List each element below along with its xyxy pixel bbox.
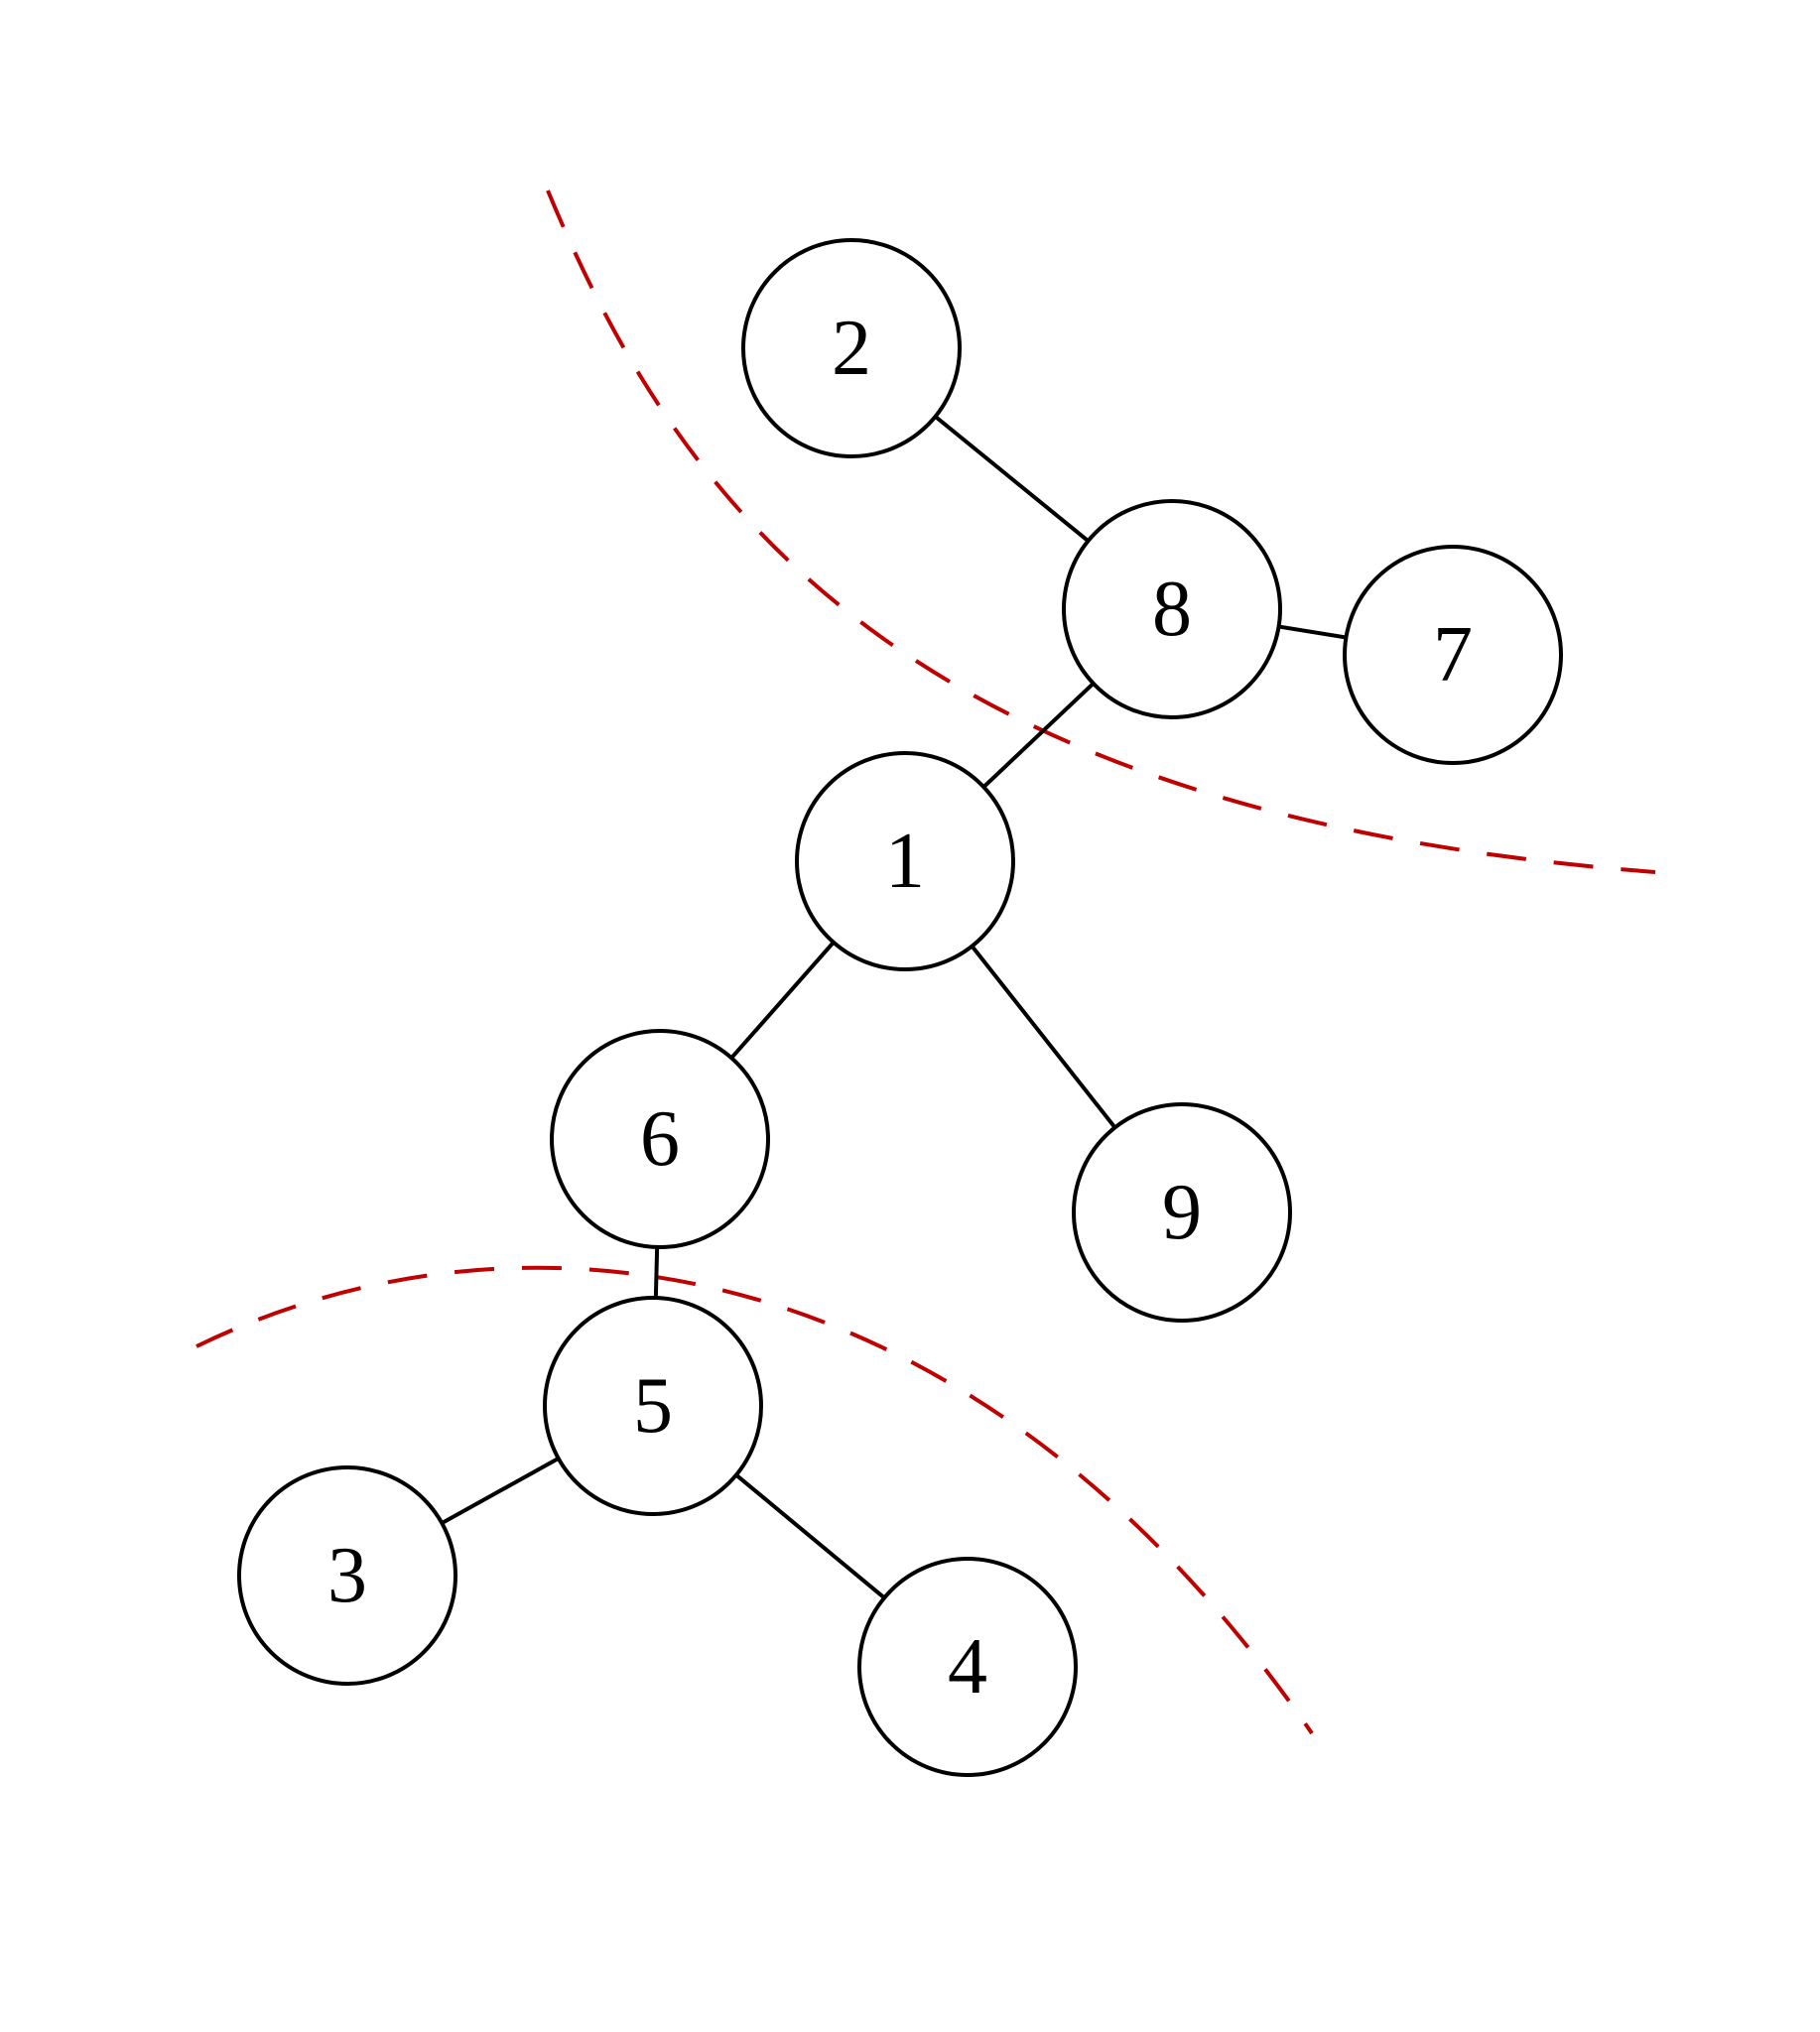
node-circle — [1062, 499, 1282, 719]
node-label: 8 — [1152, 566, 1192, 653]
node-circle — [550, 1029, 770, 1249]
node-5: 5 — [543, 1296, 763, 1516]
node-label: 7 — [1433, 611, 1473, 698]
node-8: 8 — [1062, 499, 1282, 719]
node-circle — [795, 751, 1015, 971]
node-label: 9 — [1162, 1169, 1202, 1256]
node-6: 6 — [550, 1029, 770, 1249]
node-2: 2 — [741, 238, 962, 458]
node-label: 5 — [633, 1362, 673, 1450]
node-9: 9 — [1072, 1102, 1292, 1323]
node-circle — [237, 1465, 457, 1686]
node-3: 3 — [237, 1465, 457, 1686]
upper-cut-line — [546, 190, 1656, 874]
node-circle — [857, 1557, 1078, 1777]
node-label: 6 — [640, 1095, 680, 1183]
node-7: 7 — [1343, 545, 1563, 765]
node-circle — [543, 1296, 763, 1516]
node-circle — [1072, 1102, 1292, 1323]
node-label: 3 — [327, 1532, 367, 1619]
node-4: 4 — [857, 1557, 1078, 1777]
lower-cut-line — [195, 1265, 1314, 1735]
node-circle — [741, 238, 962, 458]
node-circle — [1343, 545, 1563, 765]
node-label: 2 — [832, 305, 871, 392]
node-1: 1 — [795, 751, 1015, 971]
node-label: 1 — [885, 818, 925, 905]
node-label: 4 — [948, 1623, 987, 1711]
